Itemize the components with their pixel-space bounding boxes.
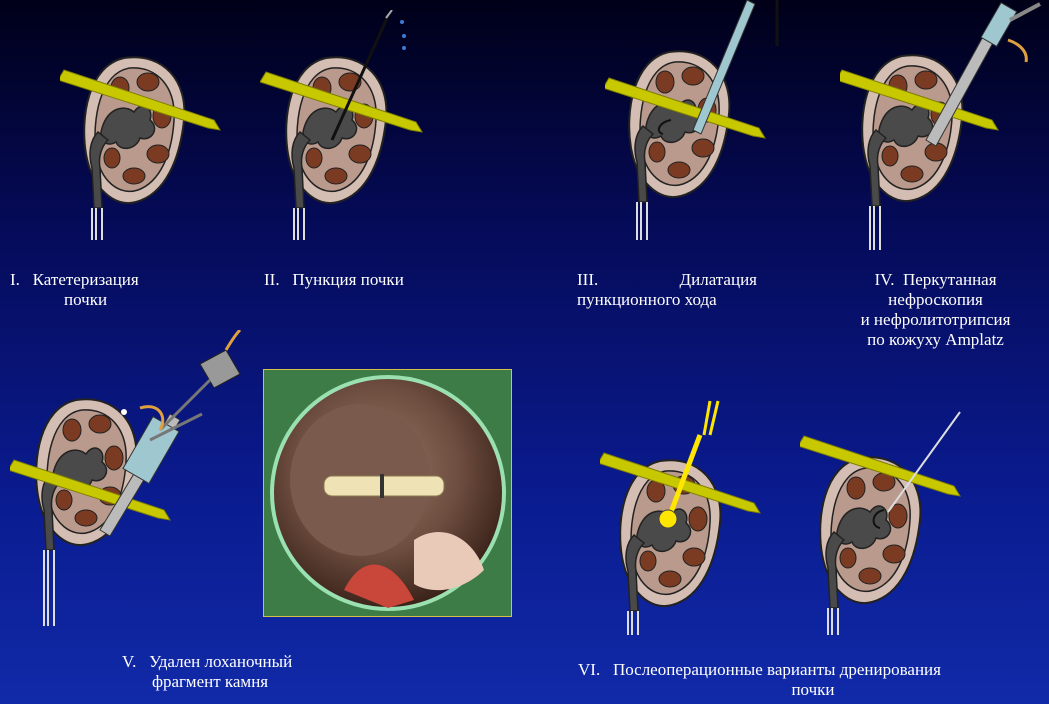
figure-step1-catheterization [60,50,230,240]
figure-step6-drainage-a [600,395,790,635]
endoscopic-photo [263,369,512,617]
caption-step5: V. Удален лоханочный фрагмент камня [122,652,292,692]
balloon-icon [659,510,677,528]
caption-step4: IV. Перкутанная нефроскопия и нефролитот… [828,270,1043,350]
figure-step3-dilation [605,0,805,240]
figure-step2-puncture [260,10,430,240]
caption-step2: II. Пункция почки [264,270,404,290]
caption-step6: VI. Послеоперационные варианты дренирова… [578,660,1048,700]
drop-icon [400,20,404,24]
caption-step1: I. Катетеризация почки [10,270,139,310]
figure-step4-nephroscopy [840,0,1049,250]
figure-step6-drainage-b [800,400,1010,635]
caption-step3: III. Дилатация пункционного хода [577,270,767,310]
figure-step5-stone-removal [10,330,250,635]
